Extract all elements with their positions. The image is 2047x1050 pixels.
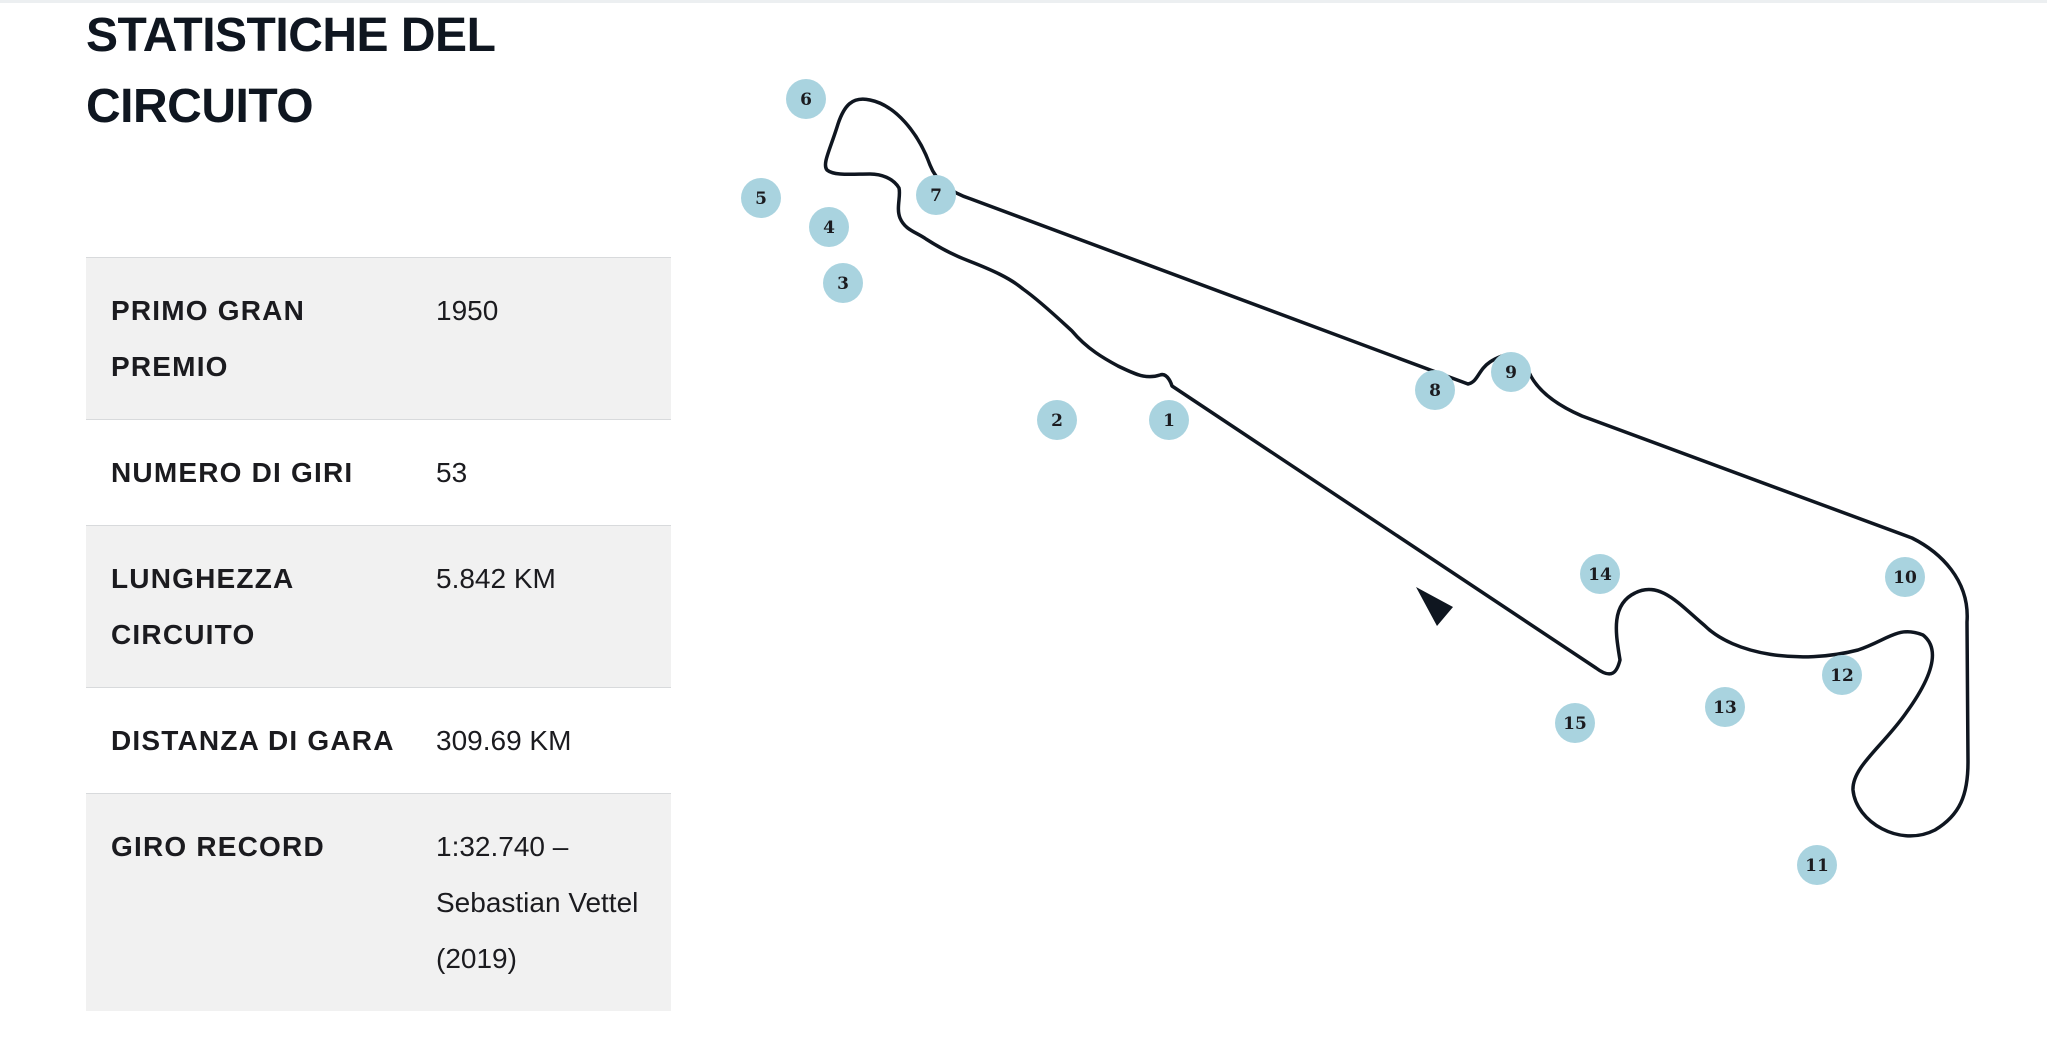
turn-number-3: 3 (837, 274, 849, 294)
turn-marker-15 (1555, 703, 1595, 743)
turn-marker-14 (1580, 554, 1620, 594)
stats-label: PRIMO GRAN PREMIO (111, 295, 305, 382)
turn-marker-3 (823, 263, 863, 303)
turn-marker-13 (1705, 687, 1745, 727)
direction-arrow-icon (1416, 587, 1453, 626)
turn-number-11: 11 (1805, 856, 1829, 876)
stats-value: 1950 (436, 295, 499, 326)
turn-number-15: 15 (1563, 714, 1587, 734)
stats-value: 53 (436, 457, 468, 488)
turn-number-2: 2 (1051, 411, 1063, 431)
turn-number-8: 8 (1429, 381, 1441, 401)
stats-value: 5.842 KM (436, 563, 556, 594)
stats-row-first-grand-prix: PRIMO GRAN PREMIO 1950 (86, 257, 671, 419)
turn-marker-1 (1149, 400, 1189, 440)
turn-number-4: 4 (823, 218, 835, 238)
stats-label: DISTANZA DI GARA (111, 725, 395, 756)
turn-marker-4 (809, 207, 849, 247)
turn-marker-9 (1491, 352, 1531, 392)
turn-marker-12 (1822, 655, 1862, 695)
stats-row-circuit-length: LUNGHEZZA CIRCUITO 5.842 KM (86, 525, 671, 687)
turn-number-5: 5 (755, 189, 767, 209)
turn-number-1: 1 (1163, 411, 1175, 431)
turn-marker-2 (1037, 400, 1077, 440)
turn-marker-11 (1797, 845, 1837, 885)
stats-label: NUMERO DI GIRI (111, 457, 354, 488)
stats-label: LUNGHEZZA CIRCUITO (111, 563, 294, 650)
circuit-stats-table: PRIMO GRAN PREMIO 1950 NUMERO DI GIRI 53… (86, 257, 671, 1011)
stats-value: 309.69 KM (436, 725, 572, 756)
turn-number-14: 14 (1588, 565, 1612, 585)
turn-number-13: 13 (1713, 698, 1737, 718)
turn-number-12: 12 (1830, 666, 1854, 686)
turn-number-10: 10 (1893, 568, 1917, 588)
turn-marker-10 (1885, 557, 1925, 597)
track-outline (823, 97, 1970, 838)
turn-marker-6 (786, 79, 826, 119)
turn-marker-7 (916, 175, 956, 215)
turn-marker-8 (1415, 370, 1455, 410)
page-title: STATISTICHE DEL CIRCUITO (86, 9, 495, 133)
turn-marker-5 (741, 178, 781, 218)
stats-label: GIRO RECORD (111, 831, 325, 862)
stats-row-laps: NUMERO DI GIRI 53 (86, 419, 671, 525)
turn-number-6: 6 (800, 90, 812, 110)
turn-number-9: 9 (1505, 363, 1517, 383)
turn-number-7: 7 (930, 186, 942, 206)
top-divider (0, 0, 2047, 3)
stats-value: 1:32.740 – Sebastian Vettel (2019) (436, 831, 639, 974)
stats-row-race-distance: DISTANZA DI GARA 309.69 KM (86, 687, 671, 793)
stats-row-lap-record: GIRO RECORD 1:32.740 – Sebastian Vettel … (86, 793, 671, 1011)
